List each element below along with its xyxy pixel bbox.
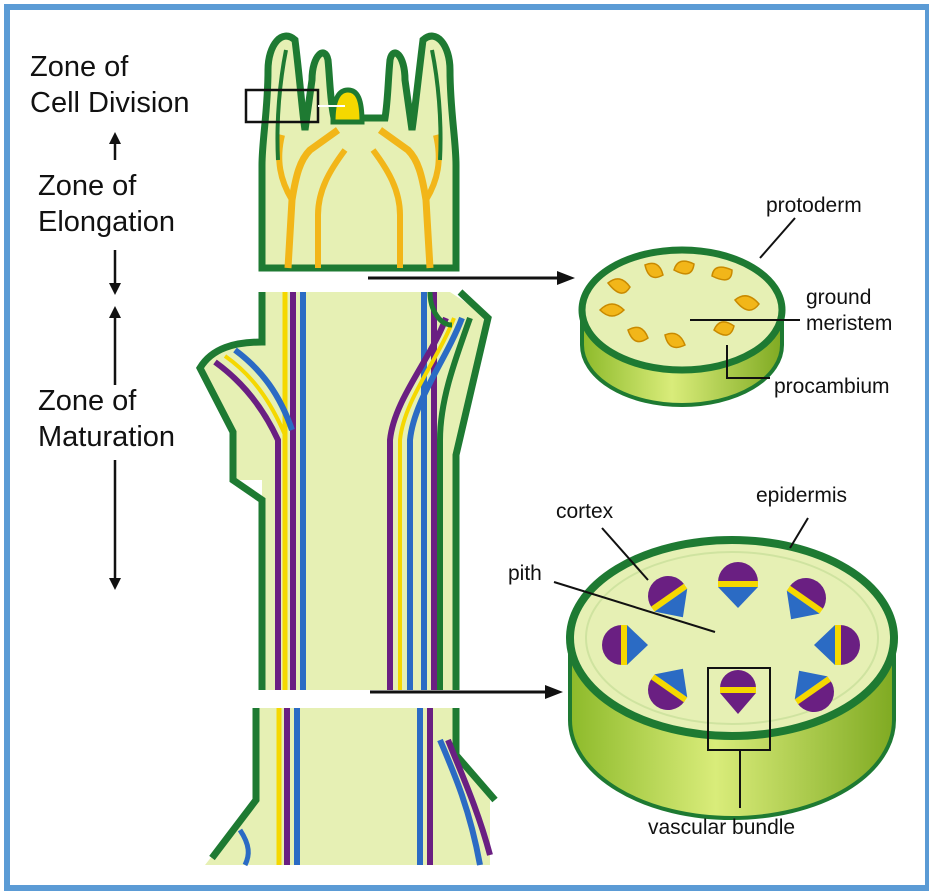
lower-cross-section (570, 540, 894, 818)
label-pith: pith (508, 562, 542, 585)
label-division-line1: Zone of (30, 51, 129, 83)
label-maturation-line1: Zone of (38, 385, 137, 417)
label-vascular-bundle: vascular bundle (648, 816, 795, 839)
label-maturation-line2: Maturation (38, 421, 175, 453)
label-epidermis: epidermis (756, 484, 847, 507)
label-elongation-line1: Zone of (38, 170, 137, 202)
label-protoderm: protoderm (766, 194, 862, 217)
shoot-tip (262, 36, 456, 268)
stem-diagram: Zone of Cell Division Zone of Elongation… (10, 10, 925, 885)
stem-bottom (205, 708, 495, 865)
label-procambium: procambium (774, 375, 890, 398)
label-division-line2: Cell Division (30, 87, 190, 119)
label-ground-meristem-line2: meristem (806, 312, 892, 335)
stem-middle (200, 292, 488, 690)
diagram-frame: Zone of Cell Division Zone of Elongation… (4, 4, 929, 891)
arrow-upper-section (368, 271, 575, 285)
label-cortex: cortex (556, 500, 614, 523)
label-elongation-line2: Elongation (38, 206, 175, 238)
upper-cross-section (582, 250, 782, 405)
label-ground-meristem-line1: ground (806, 286, 871, 309)
